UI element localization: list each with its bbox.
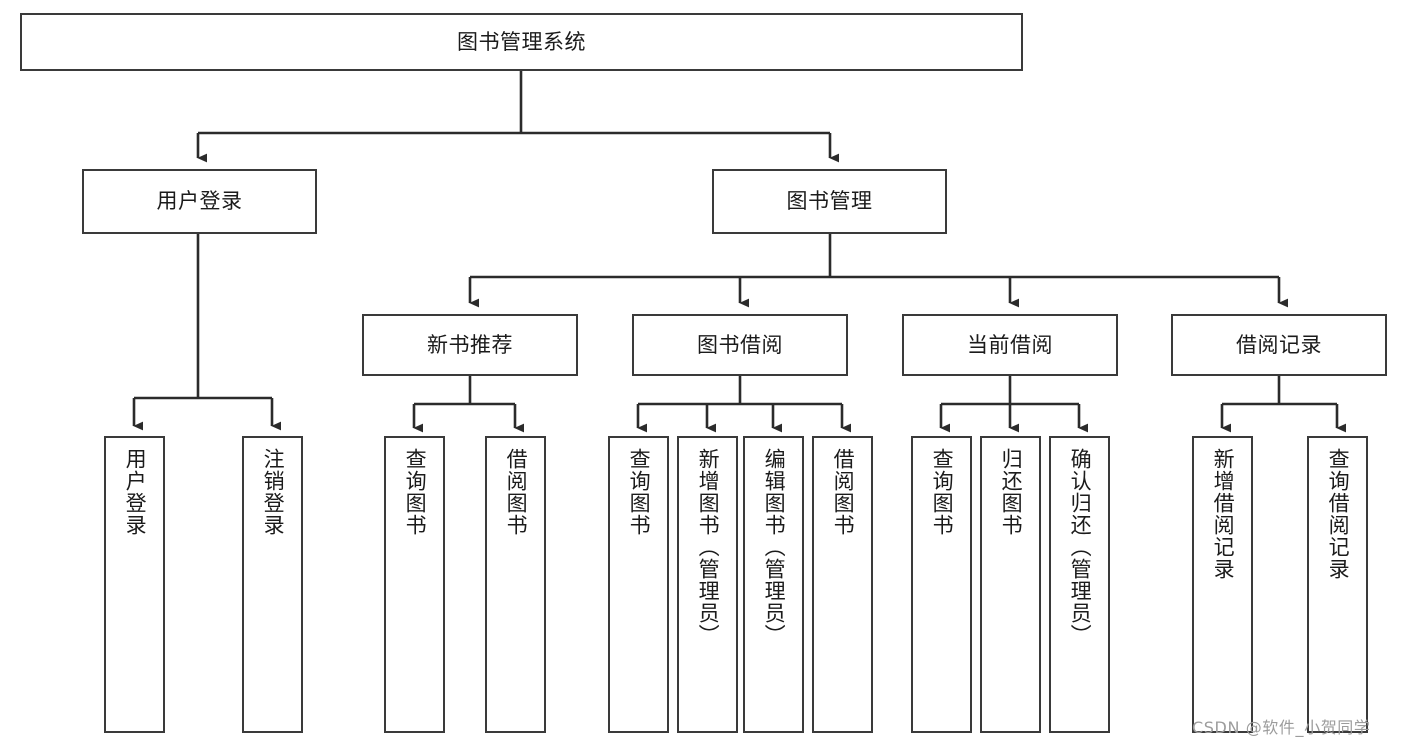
node-new-book-recommend[interactable]: 新书推荐 bbox=[362, 314, 578, 376]
leaf-book-borrow-borrow-book[interactable]: 借阅图书 bbox=[812, 436, 873, 733]
node-label: 借阅记录 bbox=[1236, 332, 1322, 357]
watermark-text: CSDN @软件_小贺同学 bbox=[1192, 718, 1371, 737]
leaf-user-login-logout[interactable]: 注销登录 bbox=[242, 436, 303, 733]
node-label: 图书管理 bbox=[786, 189, 873, 214]
leaf-current-borrow-return-book[interactable]: 归还图书 bbox=[980, 436, 1041, 733]
node-label: 用户登录 bbox=[156, 189, 243, 214]
node-current-borrow[interactable]: 当前借阅 bbox=[902, 314, 1118, 376]
leaf-user-login-login[interactable]: 用户登录 bbox=[104, 436, 165, 733]
node-book-management[interactable]: 图书管理 bbox=[712, 169, 947, 234]
node-book-borrow[interactable]: 图书借阅 bbox=[632, 314, 848, 376]
node-label: 借阅图书 bbox=[504, 448, 529, 536]
leaf-book-borrow-add-book-admin[interactable]: 新增图书（管理员） bbox=[677, 436, 738, 733]
node-label: 新书推荐 bbox=[427, 332, 513, 357]
node-label: 用户登录 bbox=[123, 448, 148, 536]
leaf-new-book-query-book[interactable]: 查询图书 bbox=[384, 436, 445, 733]
leaf-book-borrow-query-book[interactable]: 查询图书 bbox=[608, 436, 669, 733]
leaf-current-borrow-confirm-return-admin[interactable]: 确认归还（管理员） bbox=[1049, 436, 1110, 733]
node-label: 图书借阅 bbox=[697, 332, 783, 357]
leaf-new-book-borrow-book[interactable]: 借阅图书 bbox=[485, 436, 546, 733]
leaf-borrow-record-query-record[interactable]: 查询借阅记录 bbox=[1307, 436, 1368, 733]
node-label: 图书管理系统 bbox=[457, 29, 586, 54]
leaf-current-borrow-query-book[interactable]: 查询图书 bbox=[911, 436, 972, 733]
leaf-borrow-record-add-record[interactable]: 新增借阅记录 bbox=[1192, 436, 1253, 733]
node-label: 新增图书（管理员） bbox=[696, 448, 721, 646]
node-label: 查询借阅记录 bbox=[1326, 448, 1351, 580]
node-label: 编辑图书（管理员） bbox=[762, 448, 787, 646]
node-label: 查询图书 bbox=[627, 448, 652, 536]
node-label: 注销登录 bbox=[261, 448, 286, 536]
leaf-book-borrow-edit-book-admin[interactable]: 编辑图书（管理员） bbox=[743, 436, 804, 733]
node-label: 查询图书 bbox=[403, 448, 428, 536]
node-label: 确认归还（管理员） bbox=[1068, 448, 1093, 646]
node-root-book-management-system[interactable]: 图书管理系统 bbox=[20, 13, 1023, 71]
node-label: 当前借阅 bbox=[967, 332, 1053, 357]
node-label: 查询图书 bbox=[930, 448, 955, 536]
node-label: 归还图书 bbox=[999, 448, 1024, 536]
node-label: 新增借阅记录 bbox=[1211, 448, 1236, 580]
node-borrow-record[interactable]: 借阅记录 bbox=[1171, 314, 1387, 376]
node-user-login[interactable]: 用户登录 bbox=[82, 169, 317, 234]
node-label: 借阅图书 bbox=[831, 448, 856, 536]
